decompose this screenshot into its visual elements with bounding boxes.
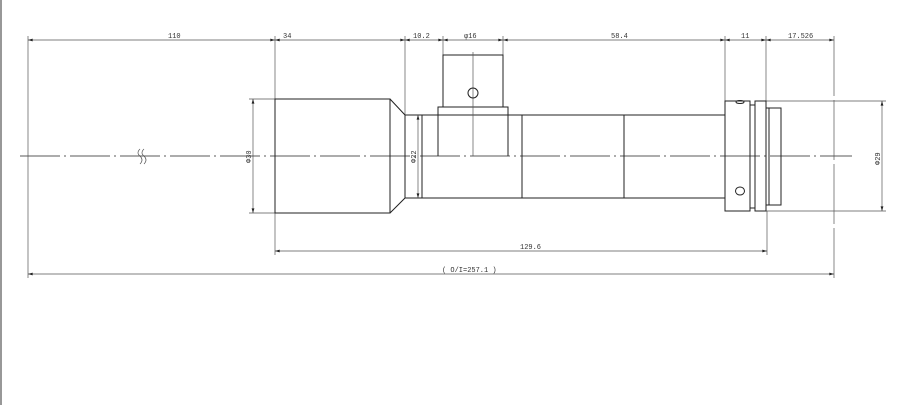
- dim-34: 34: [283, 33, 291, 41]
- dim-phi16: φ16: [464, 33, 477, 41]
- dim-11: 11: [741, 33, 749, 41]
- dim-129-6: 129.6: [520, 244, 541, 252]
- connector-screw: [467, 87, 479, 99]
- dim-17-526: 17.526: [788, 33, 813, 41]
- break-symbol: [137, 148, 147, 165]
- dim-58-4: 58.4: [611, 33, 628, 41]
- dim-overall: ( O/I=257.1 ): [442, 267, 497, 275]
- dim-phi22: Φ22: [411, 150, 419, 163]
- front-barrel: [274, 98, 391, 214]
- dimension-labels: 110 34 10.2 φ16 58.4 11 17.526 Φ30 Φ22 Φ…: [168, 33, 883, 275]
- lens-body: [274, 52, 782, 214]
- dimension-lines: [28, 38, 884, 276]
- dim-phi30: Φ30: [246, 150, 254, 163]
- dim-110: 110: [168, 33, 181, 41]
- dim-phi29: Φ29: [875, 152, 883, 165]
- dim-10-2: 10.2: [413, 33, 430, 41]
- extension-lines: [27, 36, 886, 278]
